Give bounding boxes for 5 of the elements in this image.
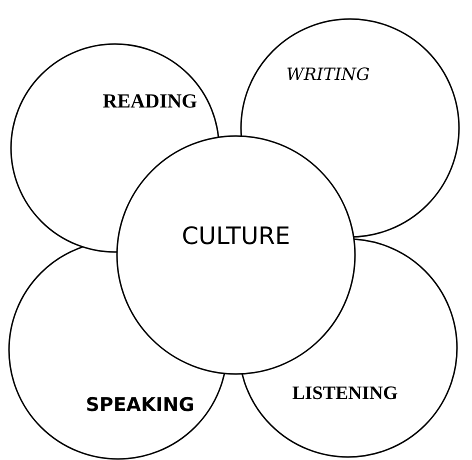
circle-label: READING xyxy=(102,90,198,114)
circle-label: WRITING xyxy=(286,65,370,85)
circle-label: LISTENING xyxy=(292,383,398,405)
circle-label: SPEAKING xyxy=(86,394,194,416)
circle-label: CULTURE xyxy=(182,222,290,250)
